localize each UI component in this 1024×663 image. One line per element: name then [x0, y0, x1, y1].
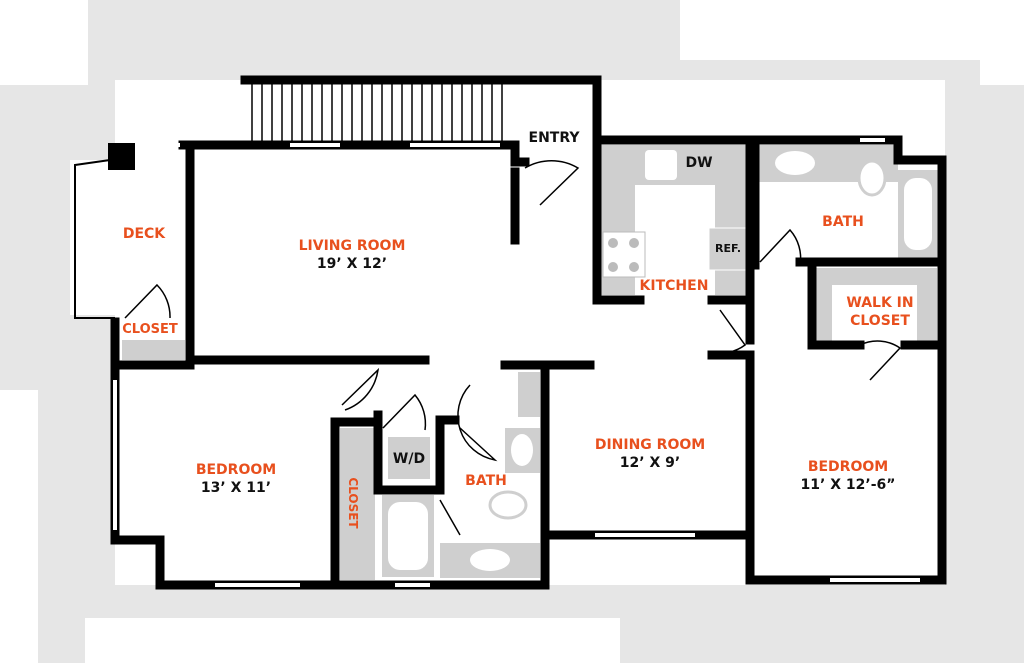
room-label-bedroom: BEDROOM 13’ X 11’	[196, 461, 276, 497]
dishwasher-label: DW	[685, 155, 713, 171]
room-name: WALK IN	[846, 295, 914, 311]
room-label-walk-in-closet: WALK IN CLOSET	[846, 294, 913, 330]
room-name: BEDROOM	[807, 459, 889, 475]
sink-icon	[470, 549, 510, 571]
room-dimensions: 19’ X 12’	[316, 256, 388, 272]
walls	[110, 75, 947, 590]
sink-icon	[511, 434, 533, 466]
room-dimensions: 12’ X 9’	[619, 455, 681, 471]
room-label-kitchen: KITCHEN	[639, 278, 709, 294]
toilet-icon	[857, 159, 887, 197]
room-label-living-room: LIVING ROOM 19’ X 12’	[299, 237, 406, 273]
room-name: BEDROOM	[195, 462, 277, 478]
room-name: LIVING ROOM	[298, 238, 406, 254]
refrigerator-label: REF.	[714, 242, 742, 255]
room-label-entry: ENTRY	[528, 130, 580, 146]
room-label-bedroom: BEDROOM 11’ X 12’-6”	[801, 458, 896, 494]
deck-railing	[74, 159, 115, 319]
room-label-deck: DECK	[122, 226, 166, 242]
column	[108, 143, 135, 170]
room-label-bath: BATH	[822, 214, 864, 230]
room-label-bath: BATH	[465, 473, 507, 489]
room-name-line2: CLOSET	[850, 313, 910, 329]
doors	[124, 159, 902, 536]
room-label-closet: CLOSET	[346, 477, 360, 529]
sink-icon	[645, 150, 677, 180]
room-label-deck-closet: CLOSET	[122, 322, 178, 337]
room-label-dining-room: DINING ROOM 12’ X 9’	[595, 436, 705, 472]
kitchen-island-area	[635, 185, 715, 295]
sink-icon	[775, 151, 815, 175]
washer-dryer-label: W/D	[392, 451, 426, 467]
windows	[113, 138, 920, 587]
stairs	[251, 82, 503, 145]
refrigerator-icon	[708, 227, 748, 271]
toilet-icon	[488, 490, 528, 520]
room-name: DINING ROOM	[594, 437, 706, 453]
room-dimensions: 13’ X 11’	[200, 480, 272, 496]
washer-dryer-icon	[388, 437, 430, 479]
room-dimensions: 11’ X 12’-6”	[800, 477, 896, 493]
